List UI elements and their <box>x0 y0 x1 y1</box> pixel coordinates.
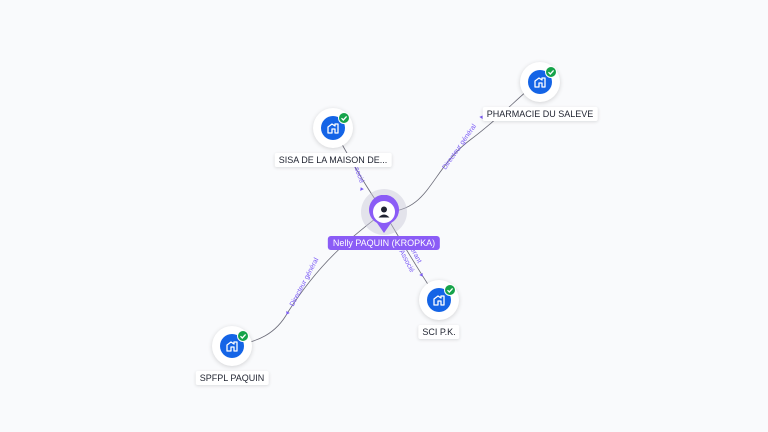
verified-check-icon <box>237 330 249 342</box>
arrow-pharmacie <box>479 115 483 120</box>
verified-check-icon <box>338 112 350 124</box>
company-label[interactable]: SISA DE LA MAISON DE... <box>274 153 392 167</box>
verified-check-icon <box>444 284 456 296</box>
arrow-sci <box>419 273 423 277</box>
person-label[interactable]: Nelly PAQUIN (KROPKA) <box>327 236 441 250</box>
edge-label-pharmacie: Directeur général <box>442 123 479 171</box>
person-pin-icon <box>369 195 399 233</box>
edge-label-spfpl: Directeur général <box>289 257 321 308</box>
company-label[interactable]: SCI P.K. <box>418 325 460 339</box>
arrow-spfpl <box>286 311 290 315</box>
verified-check-icon <box>545 66 557 78</box>
arrow-sisa <box>360 187 364 191</box>
company-label[interactable]: PHARMACIE DU SALEVE <box>482 107 598 121</box>
edge-spfpl <box>231 211 385 347</box>
edge-pharmacie <box>383 81 539 213</box>
company-label[interactable]: SPFPL PAQUIN <box>195 371 269 385</box>
